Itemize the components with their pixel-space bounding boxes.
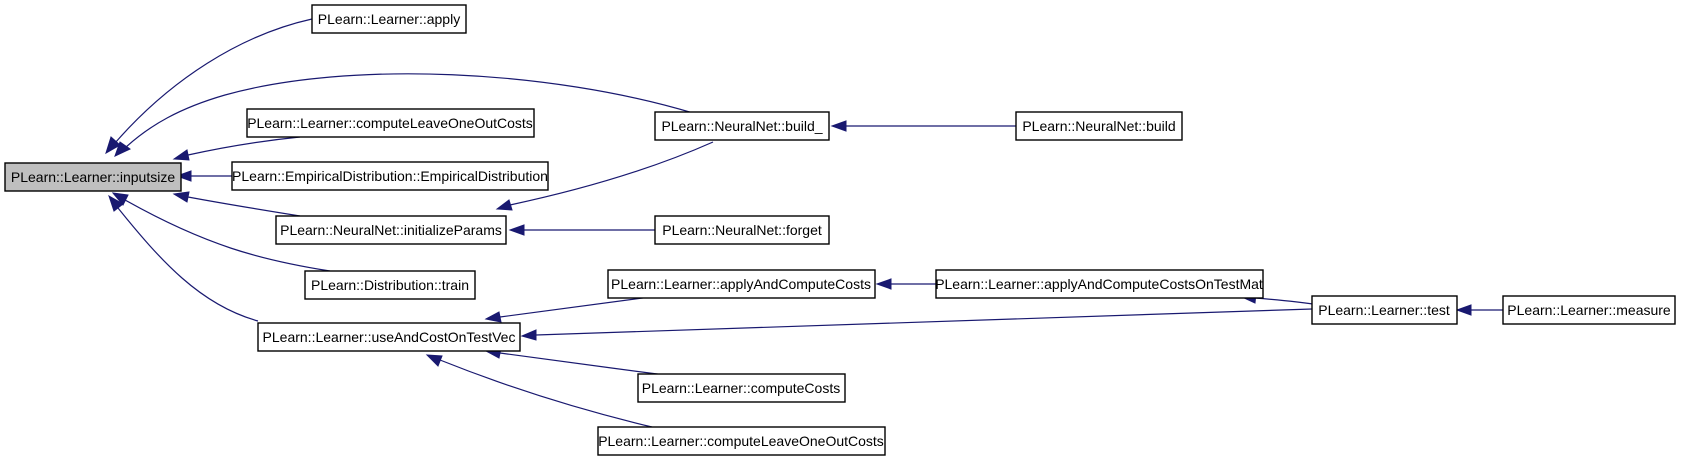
node-label: PLearn::Learner::computeLeaveOneOutCosts bbox=[247, 115, 533, 131]
arrowhead-icon bbox=[175, 170, 192, 182]
node-useandcostontestvec[interactable]: PLearn::Learner::useAndCostOnTestVec bbox=[257, 322, 521, 352]
node-inputsize[interactable]: PLearn::Learner::inputsize bbox=[4, 162, 182, 192]
arrowhead-icon bbox=[105, 136, 121, 155]
node-label: PLearn::Learner::applyAndComputeCostsOnT… bbox=[935, 276, 1263, 292]
node-applyandcomputecosts[interactable]: PLearn::Learner::applyAndComputeCosts bbox=[607, 269, 876, 299]
node-label: PLearn::Learner::computeCosts bbox=[642, 380, 840, 396]
node-label: PLearn::NeuralNet::build bbox=[1022, 118, 1175, 134]
arrowhead-icon bbox=[1455, 304, 1472, 316]
node-train[interactable]: PLearn::Distribution::train bbox=[304, 270, 476, 300]
arrowhead-icon bbox=[484, 311, 502, 323]
arrowhead-icon bbox=[425, 354, 443, 367]
node-apply[interactable]: PLearn::Learner::apply bbox=[311, 4, 467, 34]
edge-build_-to-inputsize bbox=[124, 73, 694, 149]
node-build[interactable]: PLearn::NeuralNet::build bbox=[1015, 111, 1183, 141]
edge-useandcostontestvec-to-inputsize bbox=[117, 207, 259, 322]
arrowhead-icon bbox=[172, 149, 190, 161]
arrowhead-icon bbox=[172, 191, 190, 203]
node-applyandcomputecostsontestmat[interactable]: PLearn::Learner::applyAndComputeCostsOnT… bbox=[935, 269, 1264, 299]
node-label: PLearn::NeuralNet::forget bbox=[662, 222, 822, 238]
arrowhead-icon bbox=[111, 192, 129, 206]
edge-initializeparams-to-inputsize bbox=[187, 196, 301, 217]
node-forget[interactable]: PLearn::NeuralNet::forget bbox=[654, 215, 830, 245]
node-initializeparams[interactable]: PLearn::NeuralNet::initializeParams bbox=[275, 215, 507, 245]
node-computecosts[interactable]: PLearn::Learner::computeCosts bbox=[637, 373, 846, 403]
arrowhead-icon bbox=[495, 199, 513, 211]
arrowhead-icon bbox=[108, 194, 124, 212]
node-label: PLearn::Learner::useAndCostOnTestVec bbox=[263, 329, 516, 345]
arrowhead-icon bbox=[830, 120, 847, 132]
node-computeleaveoneoutcosts-2[interactable]: PLearn::Learner::computeLeaveOneOutCosts bbox=[597, 426, 886, 456]
node-computeleaveoneoutcosts-1[interactable]: PLearn::Learner::computeLeaveOneOutCosts bbox=[246, 108, 535, 138]
edge-apply-to-inputsize bbox=[114, 18, 313, 144]
arrowhead-icon bbox=[508, 224, 525, 236]
node-measure[interactable]: PLearn::Learner::measure bbox=[1502, 295, 1676, 325]
node-label: PLearn::Learner::applyAndComputeCosts bbox=[611, 276, 871, 292]
edge-computeleaveoneoutcosts2-to-useandcostontestvec bbox=[439, 359, 653, 428]
arrowhead-icon bbox=[114, 141, 131, 157]
edge-test-to-useandcostontestvec bbox=[535, 308, 1313, 336]
edge-computeLeaveOneOutCosts1-to-inputsize bbox=[187, 136, 301, 156]
node-label: PLearn::EmpiricalDistribution::Empirical… bbox=[232, 168, 548, 184]
node-label: PLearn::NeuralNet::initializeParams bbox=[280, 222, 502, 238]
nodes: PLearn::Learner::inputsize PLearn::Learn… bbox=[4, 4, 1676, 456]
edge-test-to-applyandcomputecostsontestmat bbox=[1254, 297, 1321, 306]
node-label: PLearn::Learner::test bbox=[1318, 302, 1450, 318]
edge-initializeparams-to-build_ bbox=[509, 141, 714, 206]
arrowhead-icon bbox=[875, 278, 892, 290]
node-build_[interactable]: PLearn::NeuralNet::build_ bbox=[654, 111, 830, 141]
node-test[interactable]: PLearn::Learner::test bbox=[1311, 295, 1458, 325]
node-empiricaldistribution[interactable]: PLearn::EmpiricalDistribution::Empirical… bbox=[231, 161, 549, 191]
node-label: PLearn::Learner::apply bbox=[318, 11, 460, 27]
node-label: PLearn::Learner::computeLeaveOneOutCosts bbox=[598, 433, 884, 449]
edge-train-to-inputsize bbox=[124, 199, 331, 272]
arrowhead-icon bbox=[520, 329, 537, 341]
edge-computecosts-to-useandcostontestvec bbox=[499, 352, 666, 376]
node-label: PLearn::Learner::inputsize bbox=[11, 169, 175, 185]
node-label: PLearn::Learner::measure bbox=[1507, 302, 1671, 318]
edge-applyandcomputecosts-to-useandcostontestvec bbox=[499, 296, 651, 318]
node-label: PLearn::Distribution::train bbox=[311, 277, 469, 293]
node-label: PLearn::NeuralNet::build_ bbox=[661, 118, 822, 134]
